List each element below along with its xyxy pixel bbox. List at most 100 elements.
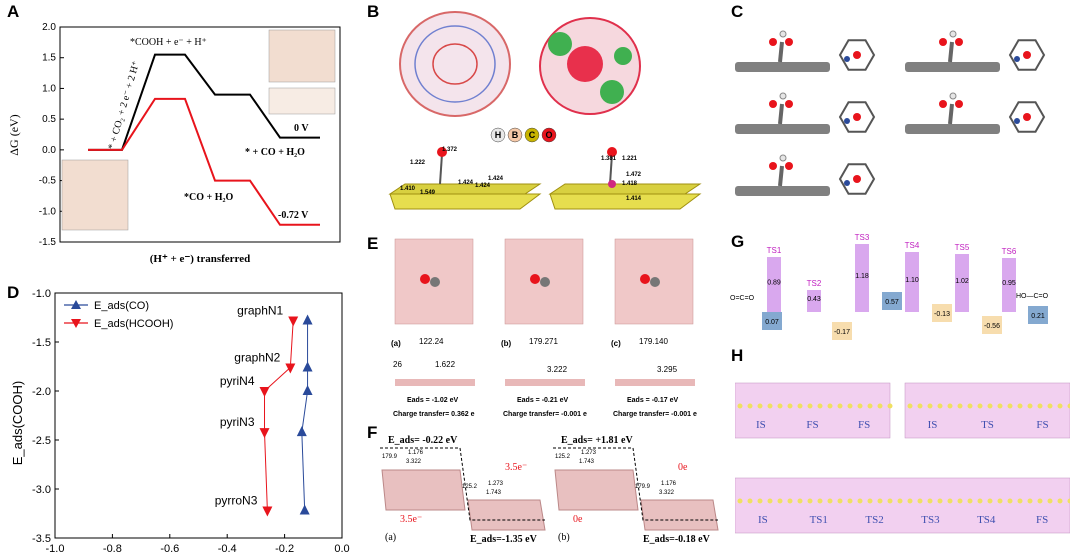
sulfur-atom <box>937 498 943 504</box>
oxygen-atom <box>785 38 793 46</box>
sulfur-atom <box>837 403 843 409</box>
f-label: 125.2 <box>555 454 571 460</box>
xtick-label-d: -0.6 <box>160 543 179 555</box>
carbon-atom <box>540 277 550 287</box>
sulfur-atom <box>917 498 923 504</box>
label-neg072: -0.72 V <box>278 210 309 221</box>
barrier-value: 1.02 <box>955 278 969 285</box>
bond-label: 1.372 <box>442 147 458 153</box>
panel-letter-g: G <box>731 232 745 251</box>
e-eads: Eads = -0.21 eV <box>517 397 569 404</box>
ytick-label-d: -1.5 <box>32 337 51 349</box>
series-line-1 <box>264 320 294 511</box>
snapshot-label: TS3 <box>921 514 940 526</box>
ylabel-d: E_ads(COOH) <box>10 381 25 466</box>
intermediate-level <box>932 304 952 322</box>
ts-label: TS3 <box>855 233 870 242</box>
ts-barrier-bar <box>905 252 919 312</box>
sulfur-atom <box>897 498 903 504</box>
barrier-value: 0.95 <box>1002 280 1016 287</box>
bond-label: 1.222 <box>410 160 426 166</box>
sulfur-atom <box>1047 403 1053 409</box>
data-point-0 <box>302 361 313 372</box>
panel-letter-d: D <box>7 283 20 302</box>
snapshot-label: IS <box>758 514 768 526</box>
e-bond: 3.295 <box>657 365 678 374</box>
hydrogen-atom <box>949 30 957 38</box>
f-label: 1.176 <box>661 481 677 487</box>
series-line-0 <box>301 320 309 511</box>
oxygen-atom <box>955 100 963 108</box>
sulfur-atom <box>927 498 933 504</box>
data-point-1 <box>259 428 270 439</box>
f-electrons: 0e <box>573 514 583 525</box>
side-view-slab <box>905 124 1000 134</box>
level-value: 0.57 <box>885 299 899 306</box>
molecule-right: HO—C=O <box>1016 293 1049 300</box>
doped-graphene-right <box>548 147 702 210</box>
carbon-atom <box>650 277 660 287</box>
hydrogen-atom <box>949 92 957 100</box>
ytick-label-a: -1.5 <box>39 237 57 248</box>
nitrogen-atom <box>844 180 850 186</box>
f-caption: (b) <box>558 532 570 543</box>
f-label: 179.9 <box>382 454 398 460</box>
ts-barrier-bar <box>1002 258 1016 312</box>
xtick-label-d: -0.2 <box>275 543 294 555</box>
snapshot-label: IS <box>756 419 766 431</box>
level-value: -0.17 <box>834 329 850 336</box>
inset-slab-side <box>268 87 336 115</box>
sulfur-atom <box>997 498 1003 504</box>
slab-block <box>904 382 1070 439</box>
legend-text-h: H <box>495 130 502 140</box>
f-slab-top <box>381 469 466 511</box>
bond-label: 1.424 <box>475 183 491 189</box>
sulfur-atom <box>1027 498 1033 504</box>
oxygen-atom <box>1023 113 1031 121</box>
sulfur-atom <box>767 498 773 504</box>
sulfur-atom <box>907 403 913 409</box>
sulfur-atom <box>977 403 983 409</box>
cooh-stem <box>778 41 784 63</box>
sulfur-atom <box>777 403 783 409</box>
oxygen-atom <box>1023 51 1031 59</box>
data-point-1 <box>262 506 273 517</box>
legend-text-b: B <box>512 130 519 140</box>
ts-barrier-bar <box>767 257 781 312</box>
xtick-label-d: -0.4 <box>218 543 237 555</box>
f-label: 1.273 <box>488 481 504 487</box>
legend-dot-h <box>490 127 506 143</box>
sulfur-atom <box>987 403 993 409</box>
snapshot-label: FS <box>858 419 870 431</box>
sulfur-atom <box>837 498 843 504</box>
sulfur-atom <box>1057 403 1063 409</box>
slab-block <box>735 477 1070 534</box>
sulfur-atom <box>757 498 763 504</box>
snapshot-label: FS <box>806 419 818 431</box>
ytick-label-d: -3.0 <box>32 484 51 496</box>
sulfur-atom <box>887 498 893 504</box>
ts-label: TS6 <box>1002 247 1017 256</box>
bond-label: 1.221 <box>622 156 638 162</box>
sulfur-atom <box>1017 403 1023 409</box>
oxygen-atom <box>769 162 777 170</box>
f-electrons: 0e <box>678 462 688 473</box>
sulfur-atom <box>867 403 873 409</box>
molecule-left: O=C=O <box>730 295 755 302</box>
e-angle: 179.140 <box>639 337 668 346</box>
sulfur-atom <box>737 403 743 409</box>
barrier-value: 0.43 <box>807 296 821 303</box>
oxygen-atom <box>785 162 793 170</box>
data-point-0 <box>302 385 313 395</box>
oxygen-atom <box>420 274 430 284</box>
carbon-atom <box>430 277 440 287</box>
f-label: 1.743 <box>486 490 502 496</box>
doped-graphene-left <box>388 147 542 210</box>
nitrogen-atom <box>1014 56 1020 62</box>
ytick-label-d: -3.5 <box>32 533 51 545</box>
level-value: -0.13 <box>934 311 950 318</box>
sulfur-atom <box>887 403 893 409</box>
f-caption: (a) <box>385 532 396 543</box>
ts-label: TS2 <box>807 279 822 288</box>
ts-label: TS4 <box>905 241 920 250</box>
